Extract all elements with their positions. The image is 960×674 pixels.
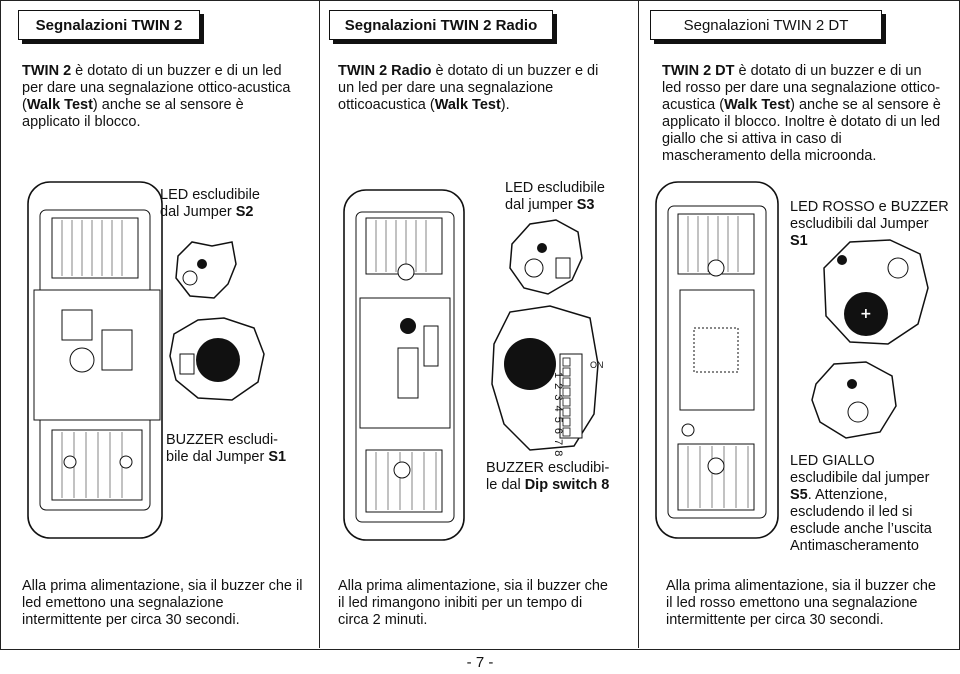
led-yellow-label-line1: LED GIALLO escludibile dal jumper [790, 453, 930, 486]
twin2-dt-device-drawing [655, 181, 779, 539]
section-title-text: Segnalazioni TWIN 2 [35, 16, 183, 34]
walk-test-term: Walk Test [434, 97, 501, 113]
led-yellow-s5-zoom [811, 361, 897, 439]
led-s2-label-line2: dal Jumper [160, 204, 236, 220]
intro-body-end: ) anche se al sensore è applicato il blo… [22, 97, 244, 130]
buzzer-dip8-label-line1: BUZZER escludibi- [486, 460, 610, 476]
jumper-s1-code: S1 [790, 233, 808, 249]
jumper-s3-code: S3 [576, 197, 595, 213]
intro-text-twin2-dt: TWIN 2 DT è dotato di un buzzer e di un … [662, 63, 944, 165]
section-title-twin2-radio: Segnalazioni TWIN 2 Radio [329, 10, 553, 40]
intro-body-end: ) anche se al sensore è applicato il blo… [662, 97, 941, 164]
intro-text-twin2-radio: TWIN 2 Radio è dotato di un buzzer e di … [338, 63, 616, 114]
svg-text:+: + [860, 306, 872, 322]
section-title-twin2: Segnalazioni TWIN 2 [18, 10, 200, 40]
footer-note-twin2-dt: Alla prima alimentazione, sia il buzzer … [666, 578, 936, 628]
buzzer-jumper-s1-zoom [169, 317, 265, 401]
led-yellow-s5-label: LED GIALLO escludibile dal jumper S5. At… [790, 453, 942, 555]
page-number: - 7 - [466, 654, 494, 671]
product-name: TWIN 2 Radio [338, 63, 432, 79]
buzzer-dip8-label: BUZZER escludibi- le dal Dip switch 8 [486, 460, 626, 494]
led-s3-label: LED escludibile dal jumper S3 [505, 180, 635, 214]
walk-test-term: Walk Test [26, 97, 93, 113]
intro-body: è dotato di un buzzer e di un led per da… [22, 63, 291, 113]
led-yellow-label-rest: . Attenzione, escludendo il led si esclu… [790, 487, 932, 554]
led-jumper-s2-zoom [175, 241, 237, 299]
section-title-twin2-dt: Segnalazioni TWIN 2 DT [650, 10, 882, 40]
dip-switch-numbers: 1 2 3 4 5 6 7 8 [552, 372, 564, 458]
walk-test-term: Walk Test [724, 97, 791, 113]
buzzer-s1-label: BUZZER escludi- bile dal Jumper S1 [166, 432, 306, 466]
footer-note-twin2-radio: Alla prima alimentazione, sia il buzzer … [338, 578, 608, 628]
intro-text-twin2: TWIN 2 è dotato di un buzzer e di un led… [22, 63, 292, 131]
buzzer-dip-switch-zoom [491, 305, 599, 451]
led-jumper-s3-zoom [509, 219, 583, 295]
jumper-s2-code: S2 [235, 204, 254, 220]
footer-note-twin2: Alla prima alimentazione, sia il buzzer … [22, 578, 303, 628]
twin2-radio-device-drawing [343, 189, 465, 541]
buzzer-dip8-label-line2: le dal [486, 477, 525, 493]
dip-switch-8-code: Dip switch 8 [524, 477, 610, 493]
twin2-device-drawing [27, 181, 163, 539]
buzzer-s1-label-line1: BUZZER escludi- [166, 432, 278, 448]
intro-body: è dotato di un buzzer e di un led rosso … [662, 63, 941, 113]
led-red-label-line2: escludibili dal Jumper [790, 216, 929, 232]
section-title-text: Segnalazioni TWIN 2 Radio [344, 16, 538, 34]
led-s3-label-line1: LED escludibile [505, 180, 605, 196]
jumper-s5-code: S5 [790, 487, 808, 503]
intro-body-end: ). [500, 97, 510, 113]
column-divider-2 [638, 0, 639, 648]
led-red-buzzer-s1-zoom: + [823, 239, 929, 345]
led-s2-label: LED escludibile dal Jumper S2 [160, 187, 300, 221]
led-s2-label-line1: LED escludibile [160, 187, 260, 203]
jumper-s1-code: S1 [268, 449, 287, 465]
led-red-label-line1: LED ROSSO e BUZZER [790, 199, 949, 215]
led-s3-label-line2: dal jumper [505, 197, 577, 213]
product-name: TWIN 2 [22, 63, 72, 79]
dip-switch-on-mark: ON [590, 360, 604, 370]
column-divider-1 [319, 0, 320, 648]
product-name: TWIN 2 DT [662, 63, 735, 79]
section-title-text: Segnalazioni TWIN 2 DT [683, 16, 849, 34]
led-red-buzzer-s1-label: LED ROSSO e BUZZER escludibili dal Jumpe… [790, 199, 950, 250]
buzzer-s1-label-line2: bile dal Jumper [166, 449, 269, 465]
intro-body: è dotato di un buzzer e di un led per da… [338, 63, 599, 113]
